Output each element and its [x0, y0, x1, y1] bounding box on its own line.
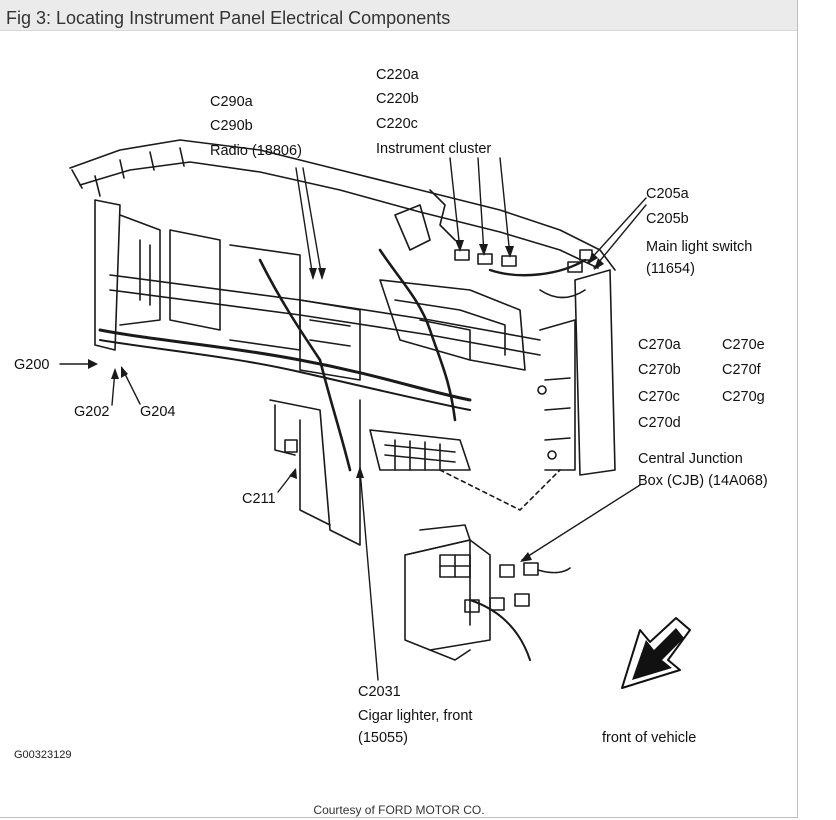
figure-title: Fig 3: Locating Instrument Panel Electri… — [6, 8, 451, 28]
connector-c220a-shape — [454, 249, 470, 261]
wiring-harness-upper — [258, 258, 352, 472]
label-c2031: C2031 — [358, 684, 401, 700]
central-junction-box — [404, 539, 491, 651]
figure-frame — [0, 0, 798, 818]
label-c220c: C220c — [376, 116, 418, 132]
label-c205a: C205a — [646, 186, 689, 202]
label-c270d: C270d — [638, 415, 681, 431]
label-g202: G202 — [74, 404, 110, 420]
label-front-of-vehicle: front of vehicle — [602, 730, 697, 746]
right-side-bracket — [574, 269, 616, 476]
radio-mount — [299, 299, 361, 381]
courtesy-credit: Courtesy of FORD MOTOR CO. — [313, 803, 485, 817]
cross-car-beam — [109, 274, 541, 356]
figure-title-bar: Fig 3: Locating Instrument Panel Electri… — [0, 0, 797, 31]
label-c220b: C220b — [376, 91, 419, 107]
label-main-light-switch: Main light switch — [646, 239, 753, 255]
lower-support — [269, 399, 361, 546]
left-side-bracket — [94, 199, 121, 351]
label-instrument-cluster: Instrument cluster — [376, 141, 492, 157]
label-c290b: C290b — [210, 118, 253, 134]
label-c270a: C270a — [638, 337, 681, 353]
dashboard-top-outline — [69, 139, 616, 271]
label-radio: Radio (18806) — [210, 143, 302, 159]
label-cjb-line1: Central Junction — [638, 451, 743, 467]
cluster-housing — [379, 279, 526, 371]
label-c211: C211 — [242, 491, 276, 507]
wiring-harness-main — [98, 328, 472, 402]
label-c220a: C220a — [376, 67, 419, 83]
label-c205b: C205b — [646, 211, 689, 227]
connector-c220c-shape — [501, 255, 517, 267]
label-c270g: C270g — [722, 389, 765, 405]
label-main-light-switch-number: (11654) — [646, 261, 695, 277]
label-cjb-line2: Box (CJB) (14A068) — [638, 473, 768, 489]
label-g204: G204 — [140, 404, 176, 420]
label-c270b: C270b — [638, 362, 681, 378]
instrument-panel-diagram — [59, 139, 691, 689]
figure-code: G00323129 — [14, 749, 72, 761]
label-cigar-lighter-number: (15055) — [358, 730, 408, 746]
label-c270e: C270e — [722, 337, 765, 353]
cjb-mount-area — [369, 429, 471, 471]
label-c270f: C270f — [722, 362, 761, 378]
connector-c205-shape — [567, 261, 583, 273]
label-c290a: C290a — [210, 94, 253, 110]
label-g200: G200 — [14, 357, 50, 373]
leader-arrowheads — [88, 240, 604, 562]
label-cigar-lighter: Cigar lighter, front — [358, 708, 473, 724]
label-c270c: C270c — [638, 389, 680, 405]
connector-c220b-shape — [477, 253, 493, 265]
dashboard-top-inner — [79, 161, 599, 269]
